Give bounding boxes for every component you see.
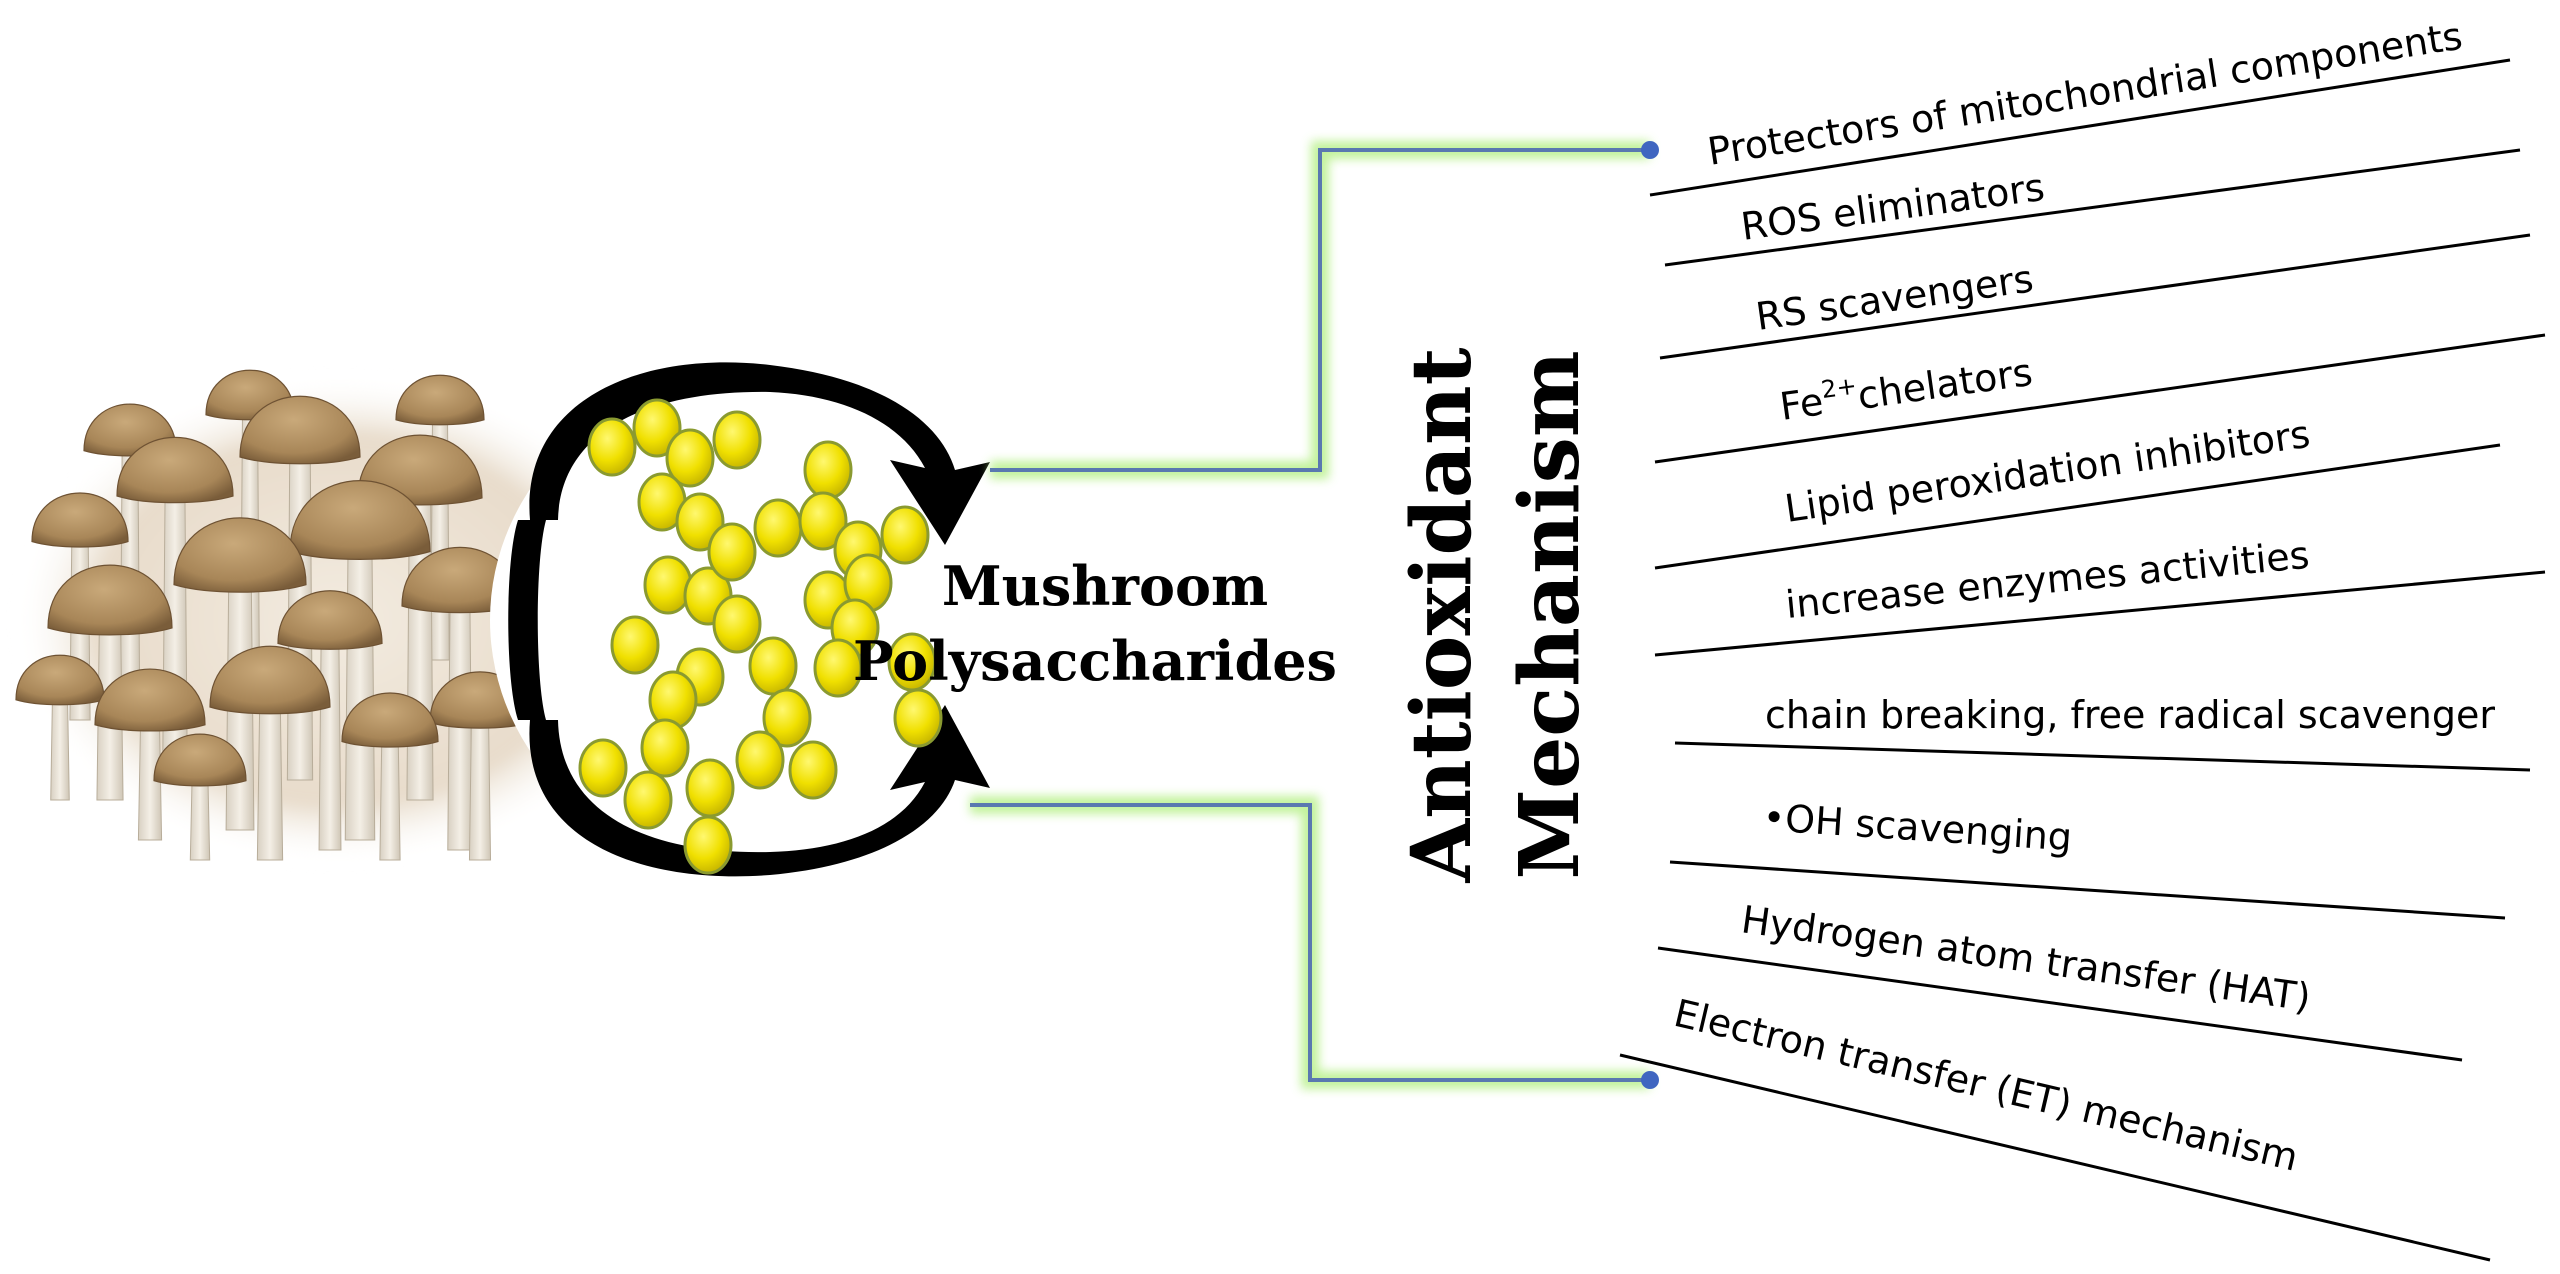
divider-line xyxy=(1654,333,2546,464)
divider-line xyxy=(1674,741,2531,772)
mechanism-item: RS scavengers xyxy=(1753,256,2036,338)
polysaccharide-bead-icon xyxy=(893,688,943,748)
polysaccharide-bead-icon xyxy=(632,398,682,458)
mushroom-icon xyxy=(153,733,247,861)
connectors xyxy=(970,141,1659,1089)
polysaccharide-bead-icon xyxy=(640,718,690,778)
center-label: Mushroom Polysaccharides xyxy=(853,554,1337,693)
mushroom-icon xyxy=(47,564,173,801)
polysaccharide-bead-icon xyxy=(735,730,785,790)
mechanism-item: ROS eliminators xyxy=(1738,165,2047,249)
polysaccharide-bead-icon xyxy=(712,594,762,654)
mechanism-item: Fe2+chelators xyxy=(1777,347,2035,429)
mechanism-item: Lipid peroxidation inhibitors xyxy=(1782,412,2313,531)
mechanism-item: Electron transfer (ET) mechanism xyxy=(1670,991,2302,1180)
polysaccharide-bead-icon xyxy=(685,758,735,818)
mechanism-item: Protectors of mitochondrial components xyxy=(1705,14,2466,174)
polysaccharide-beads xyxy=(578,398,943,875)
polysaccharide-bead-icon xyxy=(643,555,693,615)
mushroom-icon xyxy=(341,692,439,861)
polysaccharide-bead-icon xyxy=(753,498,803,558)
mechanism-list: Protectors of mitochondrial components R… xyxy=(1619,14,2546,1262)
divider-line xyxy=(1657,946,2463,1062)
top-connector xyxy=(990,148,1650,472)
center-label-line2: Polysaccharides xyxy=(853,629,1337,693)
polysaccharide-bead-icon xyxy=(610,615,660,675)
axis-label-line2: Mechanism xyxy=(1502,350,1598,879)
polysaccharide-bead-icon xyxy=(880,505,930,565)
axis-label-line1: Antioxidant xyxy=(1394,347,1490,883)
divider-line xyxy=(1664,148,2521,267)
polysaccharide-bead-icon xyxy=(798,491,848,551)
divider-line xyxy=(1669,860,2506,920)
mushroom-icon xyxy=(94,668,206,841)
polysaccharide-bead-icon xyxy=(665,428,715,488)
polysaccharide-bead-icon xyxy=(803,440,853,500)
polysaccharide-bead-icon xyxy=(813,638,863,698)
polysaccharide-bead-icon xyxy=(712,410,762,470)
axis-label: Antioxidant Mechanism xyxy=(1394,347,1598,883)
divider-line xyxy=(1659,233,2531,360)
center-label-line1: Mushroom xyxy=(942,554,1268,618)
polysaccharide-bead-icon xyxy=(748,636,798,696)
polysaccharide-bead-icon xyxy=(623,770,673,830)
mushroom-icon xyxy=(429,671,531,861)
polysaccharide-bead-icon xyxy=(578,738,628,798)
mechanism-item: increase enzymes activities xyxy=(1784,533,2312,627)
polysaccharide-bead-icon xyxy=(648,670,698,730)
mushroom-icon xyxy=(209,645,331,861)
polysaccharide-bead-icon xyxy=(762,688,812,748)
polysaccharide-bead-icon xyxy=(707,522,757,582)
mushroom-cluster-image xyxy=(15,369,665,865)
bottom-endpoint-dot xyxy=(1641,1071,1659,1089)
divider-line xyxy=(1654,443,2501,570)
divider-line xyxy=(1654,570,2546,657)
bottom-connector xyxy=(970,803,1650,1082)
mechanism-item: •OH scavenging xyxy=(1761,795,2073,859)
mushroom-icon xyxy=(15,654,105,801)
divider-line xyxy=(1619,1053,2491,1262)
top-endpoint-dot xyxy=(1641,141,1659,159)
polysaccharide-bead-icon xyxy=(683,815,733,875)
mechanism-item: Hydrogen atom transfer (HAT) xyxy=(1739,897,2314,1019)
divider-line xyxy=(1649,58,2511,197)
polysaccharide-bead-icon xyxy=(788,740,838,800)
bottom-arrow-icon xyxy=(529,705,990,877)
mechanism-item: chain breaking, free radical scavenger xyxy=(1765,693,2495,737)
polysaccharide-bead-icon xyxy=(587,417,637,477)
